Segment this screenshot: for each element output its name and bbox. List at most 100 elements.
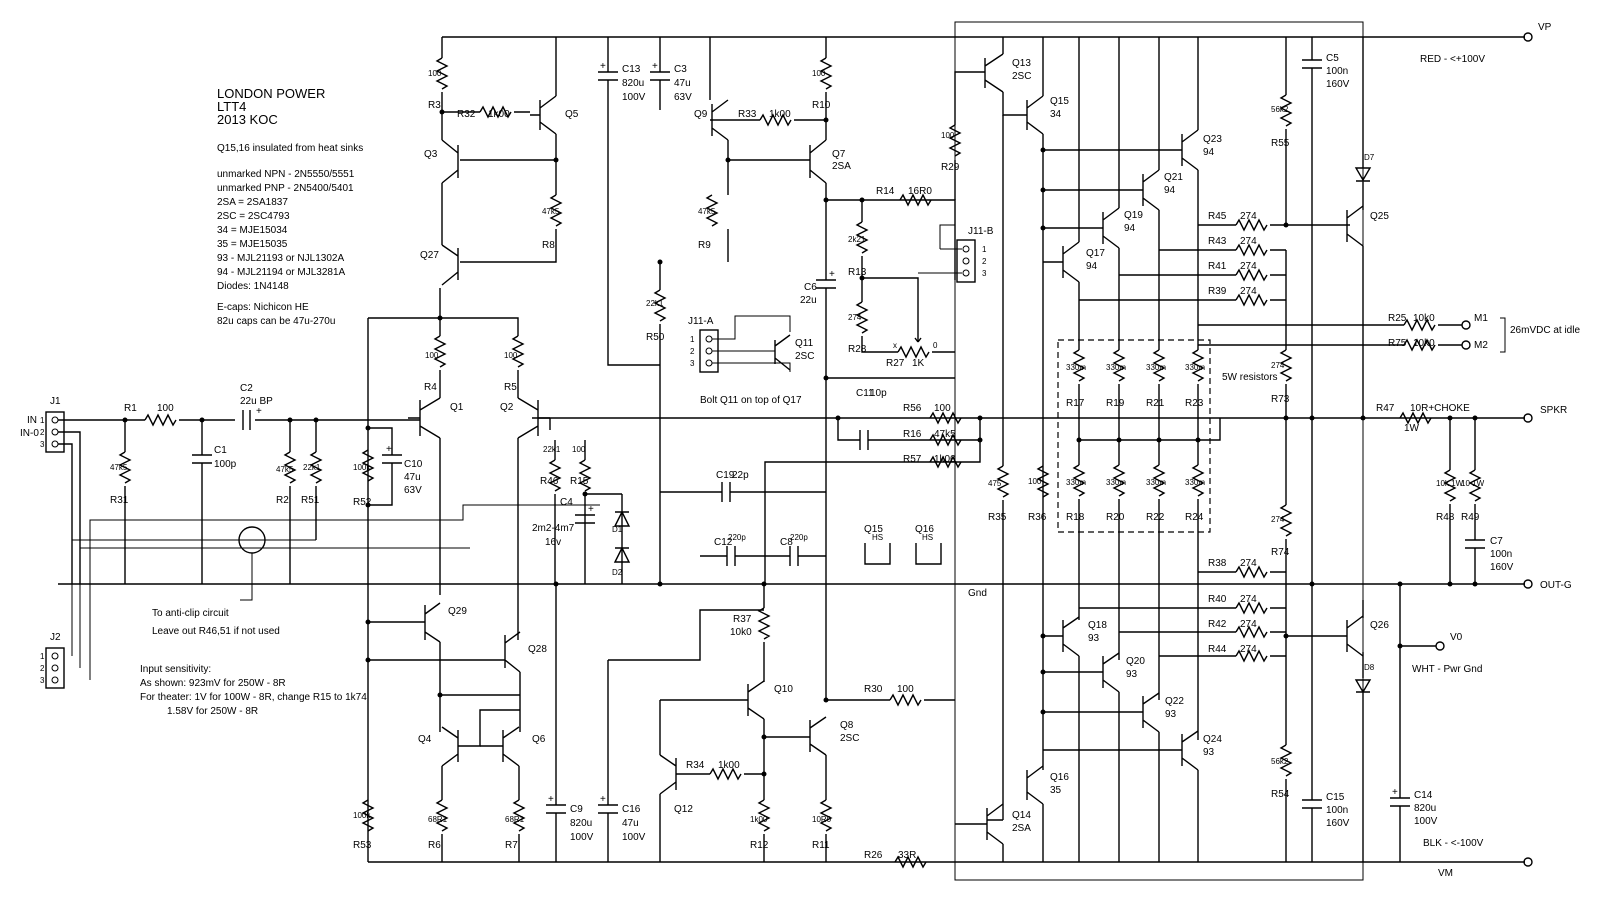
r3-resistor[interactable] — [435, 57, 449, 90]
q27-transistor[interactable] — [441, 244, 459, 286]
q19-transistor[interactable] — [1102, 207, 1120, 249]
q6-transistor[interactable] — [480, 726, 520, 767]
c10-capacitor[interactable] — [382, 454, 402, 464]
r2-resistor[interactable] — [283, 451, 297, 484]
d1-diode[interactable] — [613, 510, 631, 527]
r52-resistor[interactable] — [361, 449, 375, 482]
c13-capacitor[interactable] — [598, 71, 618, 81]
r73-resistor[interactable] — [1279, 349, 1293, 382]
q5-transistor[interactable] — [530, 95, 557, 135]
r5-resistor[interactable] — [511, 335, 525, 368]
q15-transistor[interactable] — [1026, 95, 1044, 135]
r16-resistor[interactable] — [929, 433, 962, 447]
r30-resistor[interactable] — [889, 693, 922, 707]
r27-potentiometer[interactable] — [897, 337, 930, 359]
q18-transistor[interactable] — [1062, 616, 1080, 657]
q12-transistor[interactable] — [659, 754, 710, 795]
spkr-terminal[interactable] — [1523, 413, 1533, 423]
c7-capacitor[interactable] — [1465, 539, 1485, 549]
r15-resistor[interactable] — [578, 459, 592, 492]
r18-resistor[interactable] — [1072, 464, 1086, 497]
r24-resistor[interactable] — [1191, 464, 1205, 497]
r12-resistor[interactable] — [757, 799, 771, 832]
q3-transistor[interactable] — [441, 139, 459, 184]
r40-resistor[interactable] — [1235, 601, 1268, 615]
q1-transistor[interactable] — [408, 397, 441, 439]
c1-capacitor[interactable] — [192, 454, 212, 464]
q21-transistor[interactable] — [1142, 169, 1160, 211]
q22-transistor[interactable] — [1142, 692, 1160, 733]
r56-resistor[interactable] — [929, 411, 962, 425]
r7-resistor[interactable] — [512, 799, 526, 832]
r11-resistor[interactable] — [819, 799, 833, 832]
r51-resistor[interactable] — [309, 451, 323, 484]
q16-transistor[interactable] — [1026, 765, 1044, 805]
r8-resistor[interactable] — [549, 194, 563, 227]
r38-resistor[interactable] — [1235, 565, 1268, 579]
r13-resistor[interactable] — [855, 221, 869, 254]
q23-transistor[interactable] — [1181, 129, 1199, 171]
r34-resistor[interactable] — [709, 767, 742, 781]
c2-capacitor[interactable] — [242, 410, 251, 430]
r35-resistor[interactable] — [996, 465, 1010, 498]
r54-resistor[interactable] — [1279, 744, 1293, 777]
c11-capacitor[interactable] — [859, 430, 869, 450]
q26-transistor[interactable] — [1286, 615, 1364, 657]
c5-capacitor[interactable] — [1302, 59, 1322, 69]
r55-resistor[interactable] — [1279, 94, 1293, 127]
r19-resistor[interactable] — [1112, 349, 1126, 382]
q4-transistor[interactable] — [441, 709, 520, 767]
r29-resistor[interactable] — [948, 124, 962, 157]
r14-resistor[interactable] — [899, 193, 932, 207]
r41-resistor[interactable] — [1235, 268, 1268, 282]
r75-resistor[interactable] — [1403, 338, 1436, 352]
r23-resistor[interactable] — [1191, 349, 1205, 382]
q20-transistor[interactable] — [1102, 652, 1120, 693]
m1-terminal[interactable] — [1461, 320, 1471, 330]
j11b-connector[interactable] — [956, 239, 976, 283]
r45-resistor[interactable] — [1235, 218, 1268, 232]
d2-diode[interactable] — [613, 546, 631, 563]
r10-resistor[interactable] — [819, 57, 833, 90]
q14-transistor[interactable] — [955, 803, 1004, 845]
d7-diode[interactable] — [1354, 167, 1372, 182]
r48-resistor[interactable] — [1443, 469, 1457, 502]
q9-transistor[interactable] — [711, 99, 729, 141]
q24-transistor[interactable] — [1181, 730, 1199, 771]
vp-terminal[interactable] — [1523, 32, 1533, 42]
r49-resistor[interactable] — [1468, 469, 1482, 502]
r42-resistor[interactable] — [1235, 625, 1268, 639]
q25-transistor[interactable] — [1346, 205, 1364, 247]
c15-capacitor[interactable] — [1302, 799, 1322, 809]
r6-resistor[interactable] — [435, 799, 449, 832]
r57-resistor[interactable] — [929, 455, 962, 469]
r53-resistor[interactable] — [361, 799, 375, 832]
q2-transistor[interactable] — [517, 397, 550, 439]
r36-resistor[interactable] — [1036, 465, 1050, 498]
r32-resistor[interactable] — [479, 105, 512, 119]
r20-resistor[interactable] — [1112, 464, 1126, 497]
q8-transistor[interactable] — [764, 716, 827, 756]
c4-capacitor[interactable] — [575, 514, 595, 524]
d8-diode[interactable] — [1354, 679, 1372, 694]
outg-terminal[interactable] — [1523, 579, 1533, 589]
r21-resistor[interactable] — [1152, 349, 1166, 382]
q29-transistor[interactable] — [368, 602, 441, 643]
q11-transistor[interactable] — [774, 334, 791, 371]
c3-capacitor[interactable] — [650, 71, 670, 81]
r37-resistor[interactable] — [757, 607, 771, 640]
r4-resistor[interactable] — [433, 335, 447, 368]
c14-capacitor[interactable] — [1390, 797, 1410, 807]
q17-transistor[interactable] — [1062, 241, 1080, 283]
c6-capacitor[interactable] — [816, 279, 836, 289]
c16-capacitor[interactable] — [598, 804, 618, 814]
j2-connector[interactable] — [45, 647, 65, 689]
r46-resistor[interactable] — [548, 459, 562, 492]
r50-resistor[interactable] — [653, 289, 667, 322]
r31-resistor[interactable] — [118, 451, 132, 484]
r43-resistor[interactable] — [1235, 243, 1268, 257]
q28-transistor[interactable] — [368, 631, 521, 673]
r26-resistor[interactable] — [894, 855, 927, 869]
c12-capacitor[interactable] — [726, 546, 736, 566]
r44-resistor[interactable] — [1235, 649, 1268, 663]
